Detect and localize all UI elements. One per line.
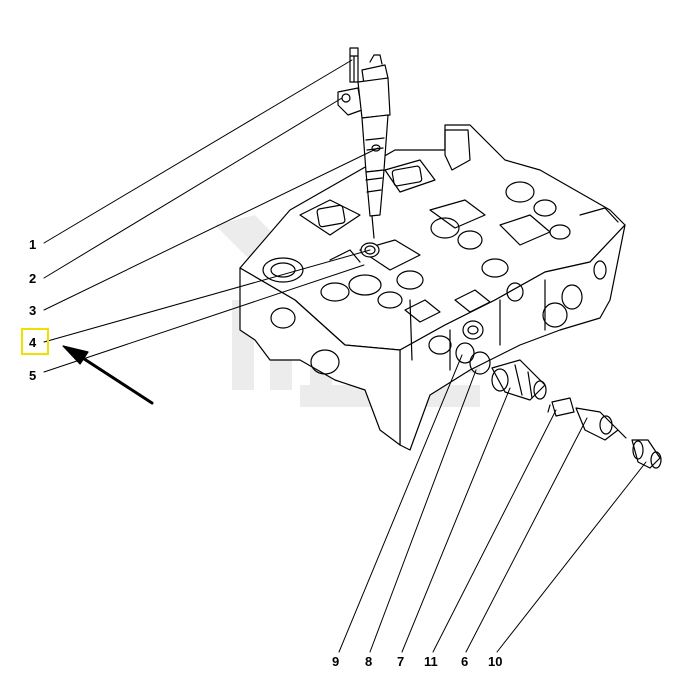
leader-5 [43,264,365,373]
side-components [455,342,662,469]
callout-2[interactable]: 2 [29,271,37,286]
leader-4 [43,249,371,343]
leader-6 [465,417,588,653]
leader-3 [43,147,379,311]
o-ring-small [455,342,475,364]
pin [551,397,575,417]
o-ring-large [469,351,491,375]
callout-7[interactable]: 7 [397,654,405,669]
leader-lines [43,59,647,653]
leader-8 [369,369,477,653]
leader-11 [432,409,557,653]
leader-2 [43,97,343,279]
callout-6[interactable]: 6 [461,654,469,669]
callout-4[interactable]: 4 [29,335,37,350]
callout-9[interactable]: 9 [332,654,340,669]
pointer-arrow [62,345,154,405]
leader-7 [401,387,511,653]
callout-3[interactable]: 3 [29,303,37,318]
cylinder-head [239,124,626,451]
leader-1 [43,59,353,244]
injector-assembly [337,47,391,239]
callout-8[interactable]: 8 [365,654,373,669]
connector-tube [575,407,619,441]
highlight-box [21,328,49,355]
callout-10[interactable]: 10 [488,654,503,669]
callout-11[interactable]: 11 [424,654,438,669]
cap [631,439,661,469]
leader-9 [338,354,463,653]
leader-10 [496,461,647,653]
callout-1[interactable]: 1 [29,237,37,252]
callout-5[interactable]: 5 [29,368,37,383]
